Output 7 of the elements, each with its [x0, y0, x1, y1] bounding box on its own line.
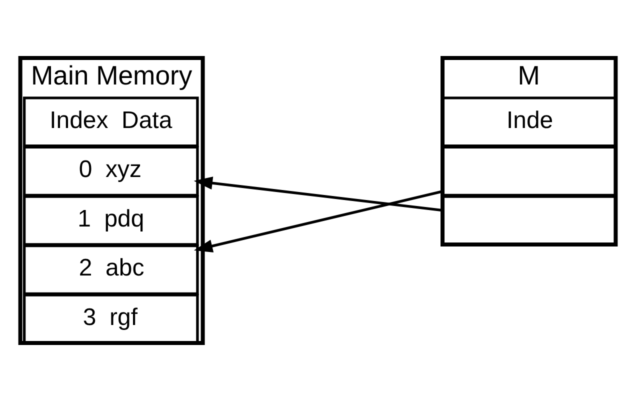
- node-box: 0 xyz: [22, 145, 199, 196]
- node-box: 1 pdq: [22, 194, 199, 246]
- arrow: [194, 176, 442, 212]
- node-box: Index Data: [22, 96, 199, 147]
- node-box: 2 abc: [22, 244, 199, 295]
- node-box: 3 rgf: [22, 293, 199, 344]
- arrow: [194, 190, 443, 252]
